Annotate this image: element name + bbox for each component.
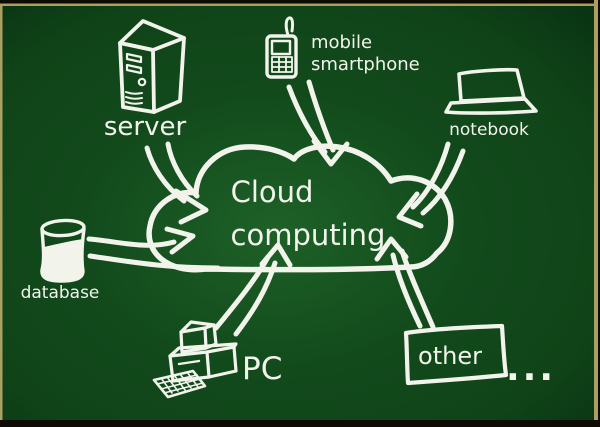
arrow-server-to-cloud (144, 141, 209, 225)
pc-node: PC (152, 242, 293, 399)
mobile-node: mobile smartphone (265, 16, 420, 167)
database-label: database (21, 283, 100, 303)
notebook-label: notebook (449, 120, 529, 140)
mobile-label-line2: smartphone (311, 54, 420, 75)
mobile-label-line1: mobile (311, 32, 372, 53)
database-node: database (21, 218, 221, 303)
arrow-mobile-to-cloud (286, 79, 350, 167)
server-label: server (104, 112, 187, 142)
arrow-database-to-cloud (86, 226, 221, 271)
laptop-icon (444, 67, 538, 115)
arrow-notebook-to-cloud (396, 141, 466, 229)
mobile-phone-icon (265, 16, 298, 79)
keyboard-detail (152, 369, 207, 399)
cloud-label-line2: computing (231, 218, 386, 252)
notebook-node: notebook (396, 67, 538, 229)
other-box (403, 323, 509, 386)
other-node: other ... (374, 236, 556, 389)
desktop-pc-icon (152, 320, 238, 399)
pc-label: PC (242, 351, 282, 387)
arrow-other-to-cloud (374, 236, 436, 330)
server-tower-icon (118, 19, 186, 114)
server-node: server (104, 19, 209, 225)
other-ellipsis: ... (506, 348, 556, 389)
database-cylinder-icon (40, 218, 86, 283)
other-label: other (418, 342, 482, 370)
arrow-pc-to-cloud (213, 242, 293, 337)
cloud-label-line1: Cloud (231, 175, 314, 209)
